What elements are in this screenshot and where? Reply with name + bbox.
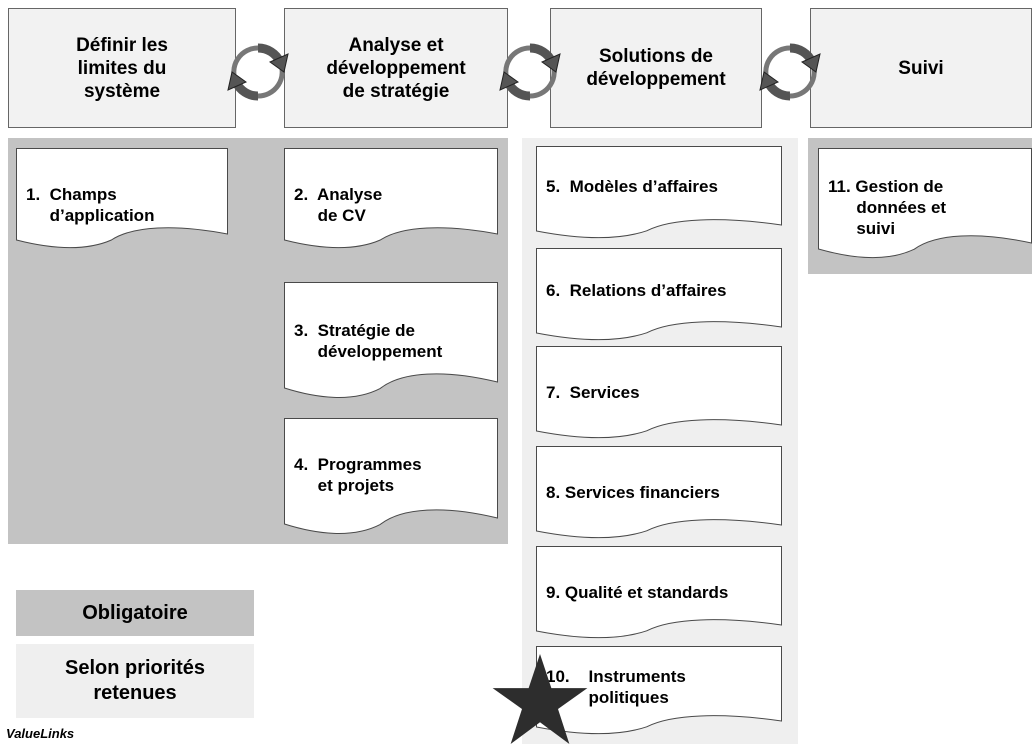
document-shape <box>284 282 498 398</box>
cycle-arrows-icon <box>227 43 289 101</box>
document-shape <box>536 346 782 439</box>
module-card-6: 6. Relations d’affaires <box>536 248 782 341</box>
cycle-arrows-icon <box>759 43 821 101</box>
document-shape <box>536 546 782 639</box>
document-shape <box>536 446 782 539</box>
phase-solutions: Solutions de développement <box>550 8 762 128</box>
legend-optional: Selon priorités retenues <box>16 644 254 718</box>
document-shape <box>284 418 498 534</box>
footer-brand: ValueLinks <box>6 726 75 741</box>
module-label: 7. Services <box>546 383 640 402</box>
module-card-3: 3. Stratégie de développement <box>284 282 498 398</box>
cycle-arrows-icon <box>499 43 561 101</box>
star-icon <box>492 654 588 744</box>
document-shape <box>284 148 498 248</box>
module-card-7: 7. Services <box>536 346 782 439</box>
module-card-10: 10. Instruments politiques <box>536 646 782 735</box>
module-label: 11. Gestion de données et suivi <box>828 177 947 238</box>
module-label: 2. Analyse de CV <box>294 185 383 225</box>
module-label: 5. Modèles d’affaires <box>546 177 718 196</box>
module-card-1: 1. Champs d’application <box>16 148 228 248</box>
module-label: 8. Services financiers <box>546 483 720 502</box>
phase-define-limits: Définir les limites du système <box>8 8 236 128</box>
module-label: 6. Relations d’affaires <box>546 281 727 300</box>
phase-analysis-strategy: Analyse et développement de stratégie <box>284 8 508 128</box>
module-card-8: 8. Services financiers <box>536 446 782 539</box>
module-card-4: 4. Programmes et projets <box>284 418 498 534</box>
module-label: 10. Instruments politiques <box>546 667 686 707</box>
module-card-2: 2. Analyse de CV <box>284 148 498 248</box>
document-shape <box>818 148 1032 259</box>
phase-suivi: Suivi <box>810 8 1032 128</box>
legend-mandatory: Obligatoire <box>16 590 254 636</box>
document-shape <box>536 146 782 239</box>
document-shape <box>536 646 782 735</box>
module-label: 1. Champs d’application <box>26 185 155 225</box>
module-card-11: 11. Gestion de données et suivi <box>818 148 1032 259</box>
document-shape <box>536 248 782 341</box>
module-card-5: 5. Modèles d’affaires <box>536 146 782 239</box>
document-shape <box>16 148 228 248</box>
module-label: 9. Qualité et standards <box>546 583 729 602</box>
module-card-9: 9. Qualité et standards <box>536 546 782 639</box>
module-label: 3. Stratégie de développement <box>294 321 443 361</box>
module-label: 4. Programmes et projets <box>294 455 422 495</box>
optional-panel-solutions <box>522 138 798 744</box>
